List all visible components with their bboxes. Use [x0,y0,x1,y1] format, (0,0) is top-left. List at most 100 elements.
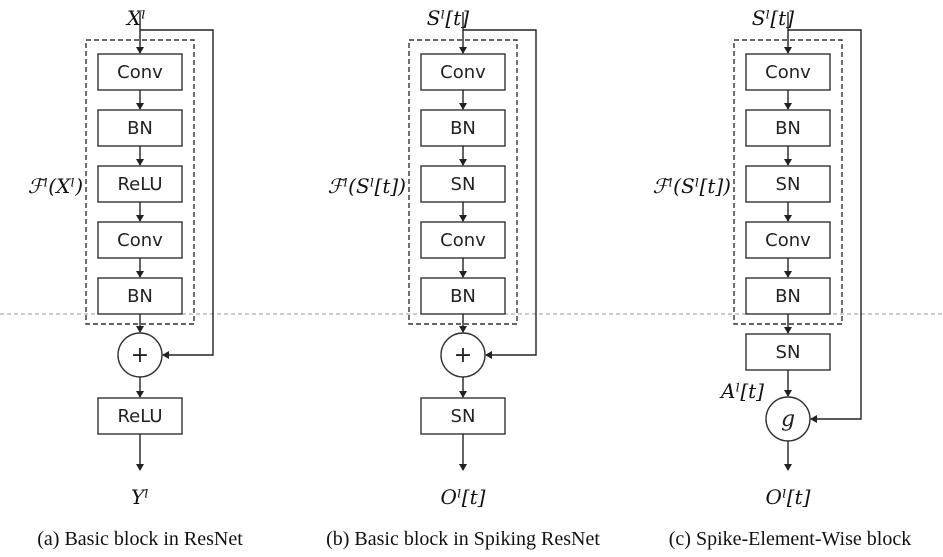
add-node: + [440,332,486,378]
layer-label: BN [127,118,153,139]
layer-label: Conv [765,230,811,251]
post-layer-label: SN [776,342,801,363]
arrowhead [459,103,467,110]
layer-label: Conv [117,62,163,83]
layer-label: Conv [117,230,163,251]
layer-label: Conv [765,62,811,83]
arrowhead [784,103,792,110]
arrowhead [784,464,792,471]
post-layer-box: ReLU [97,397,183,435]
output-label: Oˡ[t] [441,485,486,509]
layer-box: BN [745,277,831,315]
arrowhead [136,271,144,278]
post-layer-label: SN [451,406,476,427]
layer-label: BN [450,286,476,307]
g-function-node: g [765,396,811,442]
arrowhead [136,47,144,54]
layer-box-frame [97,53,183,91]
layer-box: Conv [745,221,831,259]
input-label: Xˡ [125,6,146,30]
arrowhead [459,391,467,398]
add-node: + [117,332,163,378]
arrowhead [784,215,792,222]
post-layer-box-frame [420,397,506,435]
post-layer-box: SN [420,397,506,435]
operator-symbol: g [781,407,795,432]
connector-line [788,29,862,420]
operator-symbol: + [454,343,472,368]
layer-label: BN [450,118,476,139]
post-layer-box-frame [745,333,831,371]
layer-label: BN [775,286,801,307]
panel-caption: (a) Basic block in ResNet [37,528,243,550]
layer-box-frame [745,221,831,259]
layer-label: BN [775,118,801,139]
arrowhead [784,159,792,166]
arrowhead [810,415,817,423]
layer-label: Conv [440,62,486,83]
post-layer-box: SN [745,333,831,371]
intermediate-label: Aˡ[t] [719,379,764,403]
residual-function-label: ℱˡ(Sˡ[t]) [653,174,731,198]
connector-line [463,29,537,356]
panel-caption: (b) Basic block in Spiking ResNet [326,528,600,550]
layer-label: BN [127,286,153,307]
layer-box: BN [420,109,506,147]
layer-box-frame [420,277,506,315]
layer-box-frame [745,53,831,91]
layer-box: Conv [745,53,831,91]
arrowhead [136,103,144,110]
block-panel: Sˡ[t]ℱˡ(Sˡ[t])ConvBNSNConvBN+SNOˡ[t](b) … [326,6,600,550]
post-layer-label: ReLU [117,406,162,427]
layer-label: Conv [440,230,486,251]
arrowhead [459,159,467,166]
arrowhead [459,464,467,471]
layer-box-frame [745,277,831,315]
layer-label: ReLU [117,174,162,195]
arrowhead [136,215,144,222]
layer-label: SN [776,174,801,195]
layer-box: Conv [420,53,506,91]
layer-box-frame [97,109,183,147]
arrowhead [784,47,792,54]
residual-function-region [408,39,518,325]
layer-box: ReLU [97,165,183,203]
residual-function-label: ℱˡ(Xˡ) [28,174,83,198]
layer-box-frame [420,109,506,147]
input-label: Sˡ[t] [752,6,794,30]
arrowhead [784,271,792,278]
layer-label: SN [451,174,476,195]
arrowhead [136,326,144,333]
operator-symbol: + [131,343,149,368]
connector-line [140,29,214,356]
arrowhead [459,215,467,222]
post-layer-box-frame [97,397,183,435]
layer-box: BN [97,109,183,147]
input-label: Sˡ[t] [427,6,469,30]
layer-box: SN [745,165,831,203]
layer-box-frame [97,277,183,315]
arrowhead [136,464,144,471]
output-label: Oˡ[t] [766,485,811,509]
arrowhead [485,351,492,359]
arrowhead [459,47,467,54]
layer-box: BN [97,277,183,315]
block-panel: Sˡ[t]ℱˡ(Sˡ[t])ConvBNSNConvBNSNAˡ[t]gOˡ[t… [653,6,912,550]
arrowhead [784,390,792,397]
layer-box: BN [745,109,831,147]
layer-box-frame [420,221,506,259]
layer-box-frame [745,165,831,203]
layer-box: BN [420,277,506,315]
residual-function-label: ℱˡ(Sˡ[t]) [328,174,406,198]
layer-box: Conv [97,53,183,91]
residual-function-region [85,39,195,325]
layer-box: Conv [97,221,183,259]
arrowhead [136,391,144,398]
layer-box-frame [420,53,506,91]
arrowhead [162,351,169,359]
arrowhead [136,159,144,166]
residual-function-region [733,39,843,325]
output-label: Yˡ [131,485,149,509]
